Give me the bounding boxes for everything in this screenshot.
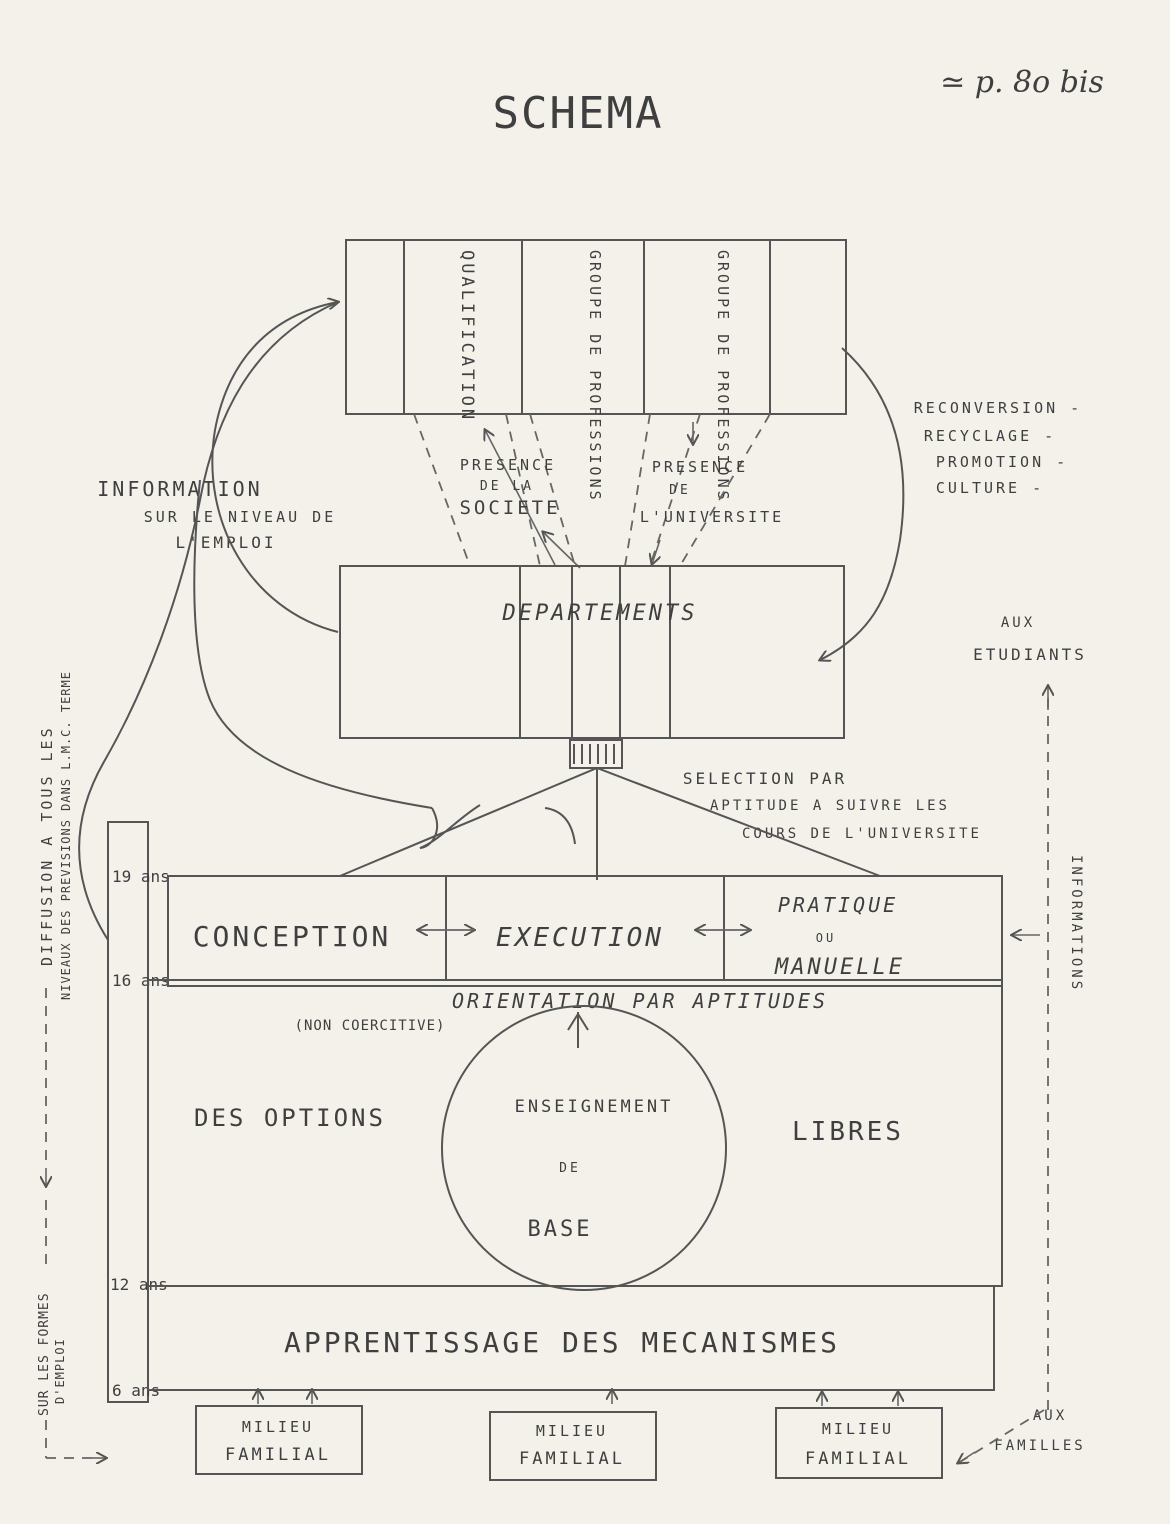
dashed-links	[413, 413, 771, 569]
aux-familles-label: AUX FAMILLES	[994, 1408, 1085, 1454]
higher-education-row: CONCEPTION EXECUTION PRATIQUE OU MANUELL…	[148, 875, 1003, 987]
primary-education-row: APPRENTISSAGE DES MECANISMES	[147, 1285, 995, 1391]
svg-text:RECONVERSION -: RECONVERSION -	[914, 399, 1082, 417]
svg-text:SUR LE NIVEAU DE: SUR LE NIVEAU DE	[144, 508, 337, 526]
svg-text:DE LA: DE LA	[480, 479, 534, 494]
manuelle-label: MANUELLE	[774, 955, 905, 980]
column-groupe-professions-2: GROUPE DE PROFESSIONS	[714, 250, 732, 503]
column-groupe-professions-1: GROUPE DE PROFESSIONS	[586, 250, 604, 503]
svg-text:SELECTION PAR: SELECTION PAR	[683, 769, 847, 788]
right-vertical-label: INFORMATIONS	[1068, 855, 1084, 992]
svg-text:NIVEAUX DES PREVISIONS DANS L.: NIVEAUX DES PREVISIONS DANS L.M.C. TERME	[59, 671, 73, 1000]
svg-text:AUX: AUX	[1001, 615, 1035, 631]
aux-etudiants-label: AUX ETUDIANTS	[973, 615, 1087, 664]
non-coercitive-label: (NON COERCITIVE)	[295, 1018, 446, 1034]
svg-text:FAMILLES: FAMILLES	[994, 1438, 1085, 1454]
orientation-label: ORIENTATION PAR APTITUDES	[452, 989, 828, 1013]
feedback-arrows	[78, 302, 905, 941]
svg-text:FAMILIAL: FAMILIAL	[519, 1449, 625, 1469]
left-diffusion-labels: DIFFUSION A TOUS LES NIVEAUX DES PREVISI…	[37, 671, 106, 1458]
de-label: DE	[559, 1161, 581, 1176]
svg-text:COURS DE L'UNIVERSITE: COURS DE L'UNIVERSITE	[742, 826, 982, 842]
base-label: BASE	[528, 1217, 593, 1242]
aux-familles-arrowhead	[958, 1451, 976, 1463]
svg-text:RECYCLAGE -: RECYCLAGE -	[924, 427, 1056, 445]
svg-text:MILIEU: MILIEU	[536, 1422, 608, 1440]
conception-label: CONCEPTION	[193, 920, 392, 953]
pratique-label: PRATIQUE	[778, 893, 898, 917]
presence-societe-label: PRESENCE DE LA SOCIETE	[459, 456, 560, 519]
svg-text:AUX: AUX	[1033, 1408, 1067, 1424]
column-qualification: QUALIFICATION	[457, 250, 477, 422]
svg-text:INFORMATION: INFORMATION	[97, 477, 262, 501]
milieu-familial-3: MILIEU FAMILIAL	[775, 1392, 943, 1479]
selection-label: SELECTION PAR APTITUDE A SUIVRE LES COUR…	[683, 769, 982, 842]
svg-text:FAMILIAL: FAMILIAL	[225, 1445, 331, 1465]
svg-text:L'UNIVERSITE: L'UNIVERSITE	[640, 508, 784, 526]
information-label: INFORMATION SUR LE NIVEAU DE L'EMPLOI	[97, 477, 337, 552]
des-options-label: DES OPTIONS	[194, 1104, 386, 1132]
reconversion-label: RECONVERSION - RECYCLAGE - PROMOTION - C…	[914, 399, 1082, 497]
apprentissage-label: APPRENTISSAGE DES MECANISMES	[284, 1326, 840, 1359]
presence-universite-label: PRESENCE DE L'UNIVERSITE	[640, 458, 784, 526]
svg-text:MILIEU: MILIEU	[242, 1418, 314, 1436]
base-circle	[441, 1005, 727, 1291]
selection-pyramid	[339, 739, 881, 880]
orientation-arrowhead	[567, 1012, 589, 1031]
departements-box: DEPARTEMENTS	[339, 565, 845, 739]
age-12: 12 ans	[110, 1275, 168, 1294]
schema-title: SCHEMA	[493, 88, 664, 139]
milieu-familial-1: MILIEU FAMILIAL	[195, 1390, 363, 1475]
svg-text:PRESENCE: PRESENCE	[460, 456, 556, 474]
svg-text:DIFFUSION A TOUS LES: DIFFUSION A TOUS LES	[38, 725, 56, 966]
age-16: 16 ans	[112, 971, 170, 990]
enseignement-label: ENSEIGNEMENT	[515, 1097, 674, 1117]
svg-text:SOCIETE: SOCIETE	[459, 497, 560, 519]
svg-text:L'EMPLOI: L'EMPLOI	[175, 533, 276, 552]
ou-label: OU	[816, 931, 836, 945]
svg-text:SUR LES FORMES: SUR LES FORMES	[37, 1292, 52, 1416]
execution-label: EXECUTION	[496, 923, 664, 953]
svg-text:D'EMPLOI: D'EMPLOI	[53, 1338, 67, 1404]
svg-text:MILIEU: MILIEU	[822, 1420, 894, 1438]
svg-text:APTITUDE A SUIVRE LES: APTITUDE A SUIVRE LES	[710, 798, 950, 814]
svg-text:PRESENCE: PRESENCE	[652, 458, 748, 476]
svg-text:DE: DE	[669, 483, 691, 498]
age-19: 19 ans	[112, 867, 170, 886]
departements-label: DEPARTEMENTS	[502, 601, 698, 626]
svg-text:FAMILIAL: FAMILIAL	[805, 1449, 911, 1469]
professions-box: QUALIFICATION GROUPE DE PROFESSIONS GROU…	[345, 239, 847, 503]
secondary-education-block: ORIENTATION PAR APTITUDES (NON COERCITIV…	[147, 979, 1003, 1291]
funnel-hatch	[569, 739, 623, 769]
svg-text:CULTURE -: CULTURE -	[936, 479, 1044, 497]
svg-text:PROMOTION -: PROMOTION -	[936, 453, 1068, 471]
age-scale: 19 ans 16 ans 12 ans 6 ans	[107, 821, 170, 1403]
milieu-familial-2: MILIEU FAMILIAL	[489, 1390, 657, 1481]
corner-note: ≃ p. 8o bis	[940, 65, 1104, 100]
svg-text:ETUDIANTS: ETUDIANTS	[973, 645, 1087, 664]
libres-label: LIBRES	[792, 1117, 904, 1147]
